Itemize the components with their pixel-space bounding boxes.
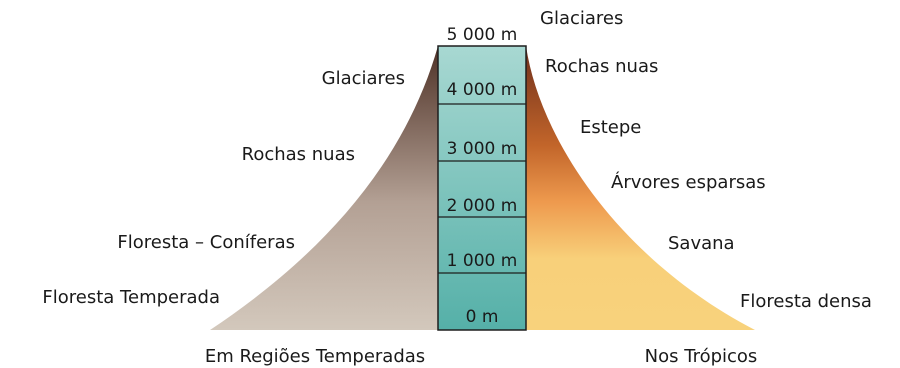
temperate-slope [210,46,438,330]
altitude-label-0: 0 m [466,307,499,327]
tropical-zone-bare-rocks: Rochas nuas [545,56,658,77]
altitude-label-3000: 3 000 m [447,139,518,159]
altitude-column [437,45,527,331]
temperate-zone-temperate-forest: Floresta Temperada [42,287,220,308]
altitude-label-5000: 5 000 m [447,25,518,45]
temperate-caption: Em Regiões Temperadas [205,346,425,367]
tropical-zone-savanna: Savana [668,233,735,254]
altitude-label-1000: 1 000 m [447,251,518,271]
tropical-zone-scattered-trees: Árvores esparsas [611,171,766,193]
tropical-slope [526,46,755,330]
temperate-zone-bare-rocks: Rochas nuas [242,144,355,165]
tropical-caption: Nos Trópicos [645,346,758,367]
tropical-zone-dense-forest: Floresta densa [740,291,872,312]
altitude-label-2000: 2 000 m [447,196,518,216]
tropical-zone-steppe: Estepe [580,117,641,138]
temperate-zone-glaciers: Glaciares [322,68,405,89]
altitude-label-4000: 4 000 m [447,80,518,100]
tropical-zone-glaciers: Glaciares [540,8,623,29]
altitude-dividers [438,103,526,274]
temperate-zone-coniferous-forest: Floresta – Coníferas [117,232,295,253]
